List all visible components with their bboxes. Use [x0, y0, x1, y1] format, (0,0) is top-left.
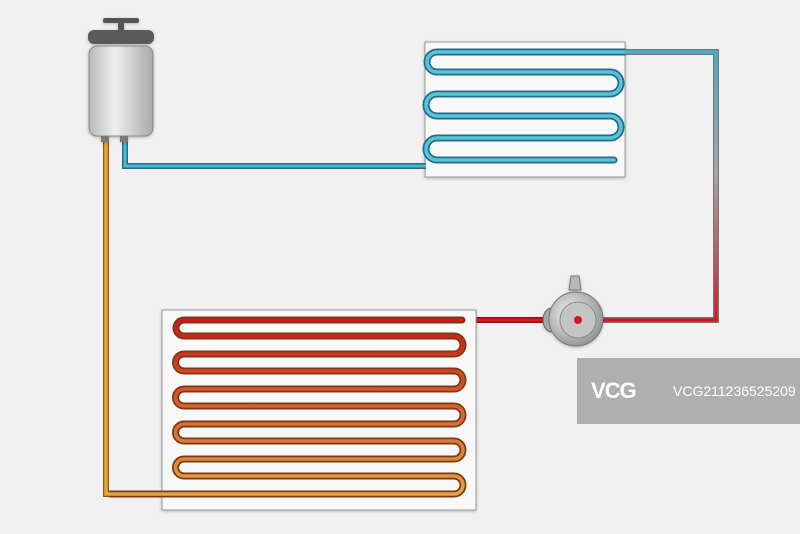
- receiver-tank: [88, 18, 154, 142]
- watermark-id: VCG211236525209: [673, 383, 796, 399]
- condenser-coil: [106, 309, 477, 511]
- evaporator-panel: [424, 41, 626, 178]
- suction-line-cold: [122, 140, 426, 169]
- watermark-banner: VCG VCG211236525209: [577, 358, 800, 424]
- compressor: [542, 275, 604, 347]
- liquid-line: [103, 140, 110, 497]
- return-line: [578, 49, 719, 323]
- condenser-panel: [161, 309, 477, 511]
- evaporator-coil: [422, 41, 629, 178]
- tank-cap: [88, 30, 154, 44]
- tank-body: [88, 45, 154, 137]
- compressor-handle: [568, 275, 582, 291]
- watermark-logo: VCG: [591, 378, 637, 403]
